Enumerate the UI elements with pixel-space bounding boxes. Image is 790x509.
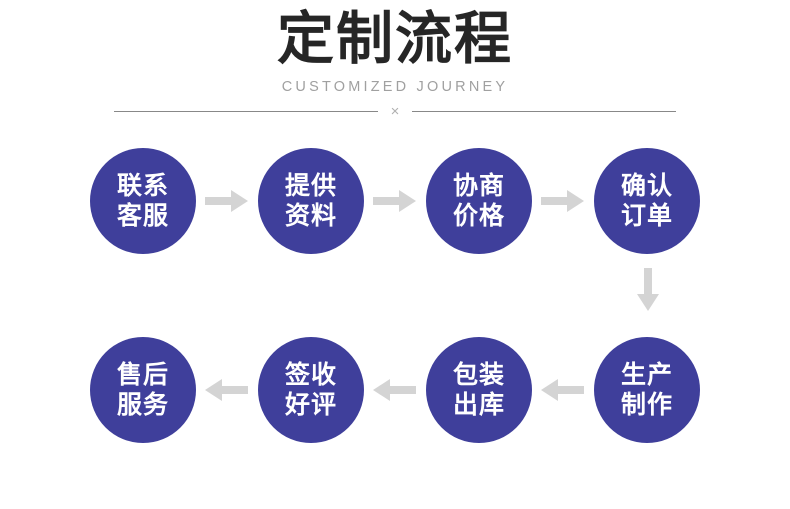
flow-node-label-line2: 资料 — [284, 201, 337, 230]
flow-node-label-line1: 确认 — [620, 171, 673, 200]
arrow-left-icon — [532, 375, 594, 405]
arrow-down-icon — [623, 266, 673, 314]
flow-node-label-line2: 服务 — [116, 390, 169, 419]
flow-node-negotiate-price[interactable]: 协商 价格 — [426, 148, 532, 254]
arrow-left-icon — [364, 375, 426, 405]
page-title: 定制流程 — [277, 6, 513, 72]
arrow-right-icon — [364, 186, 426, 216]
flow-node-contact-service[interactable]: 联系 客服 — [90, 148, 196, 254]
flow-node-label-line2: 好评 — [284, 390, 337, 419]
flow-node-label-line2: 订单 — [620, 201, 673, 230]
flow-node-label-line2: 制作 — [620, 390, 673, 419]
flow-node-production-manufacturing[interactable]: 生产 制作 — [594, 337, 700, 443]
flow-node-after-sales-service[interactable]: 售后 服务 — [90, 337, 196, 443]
arrow-right-icon — [196, 186, 258, 216]
flow-node-label-line2: 客服 — [116, 201, 169, 230]
flow-node-label-line1: 签收 — [284, 360, 337, 389]
flow-node-label-line1: 售后 — [116, 360, 169, 389]
flow-node-label-line1: 提供 — [284, 171, 337, 200]
flow-node-label-line1: 协商 — [452, 171, 505, 200]
divider-line-left — [114, 110, 378, 112]
flow-node-signed-good-review[interactable]: 签收 好评 — [258, 337, 364, 443]
flow-node-label-line1: 联系 — [116, 171, 169, 200]
flow-node-label-line2: 价格 — [452, 201, 505, 230]
arrow-right-icon — [532, 186, 594, 216]
flow-node-packaging-shipping[interactable]: 包装 出库 — [426, 337, 532, 443]
divider-cross-icon: × — [390, 102, 400, 120]
flow-node-label-line1: 生产 — [620, 360, 673, 389]
header: 定制流程 CUSTOMIZED JOURNEY — [0, 0, 790, 96]
page-subtitle: CUSTOMIZED JOURNEY — [281, 79, 509, 95]
arrow-left-icon — [196, 375, 258, 405]
flow-row-top: 联系 客服 提供 资料 协商 价格 确认 订单 — [90, 148, 700, 254]
divider-line-right — [412, 110, 676, 112]
flow-node-label-line2: 出库 — [452, 390, 505, 419]
divider: × — [114, 101, 676, 121]
flow-node-label-line1: 包装 — [452, 360, 505, 389]
flow-node-provide-materials[interactable]: 提供 资料 — [258, 148, 364, 254]
flow-node-confirm-order[interactable]: 确认 订单 — [594, 148, 700, 254]
flow-row-bottom: 售后 服务 签收 好评 包装 出库 生产 制作 — [90, 337, 700, 443]
